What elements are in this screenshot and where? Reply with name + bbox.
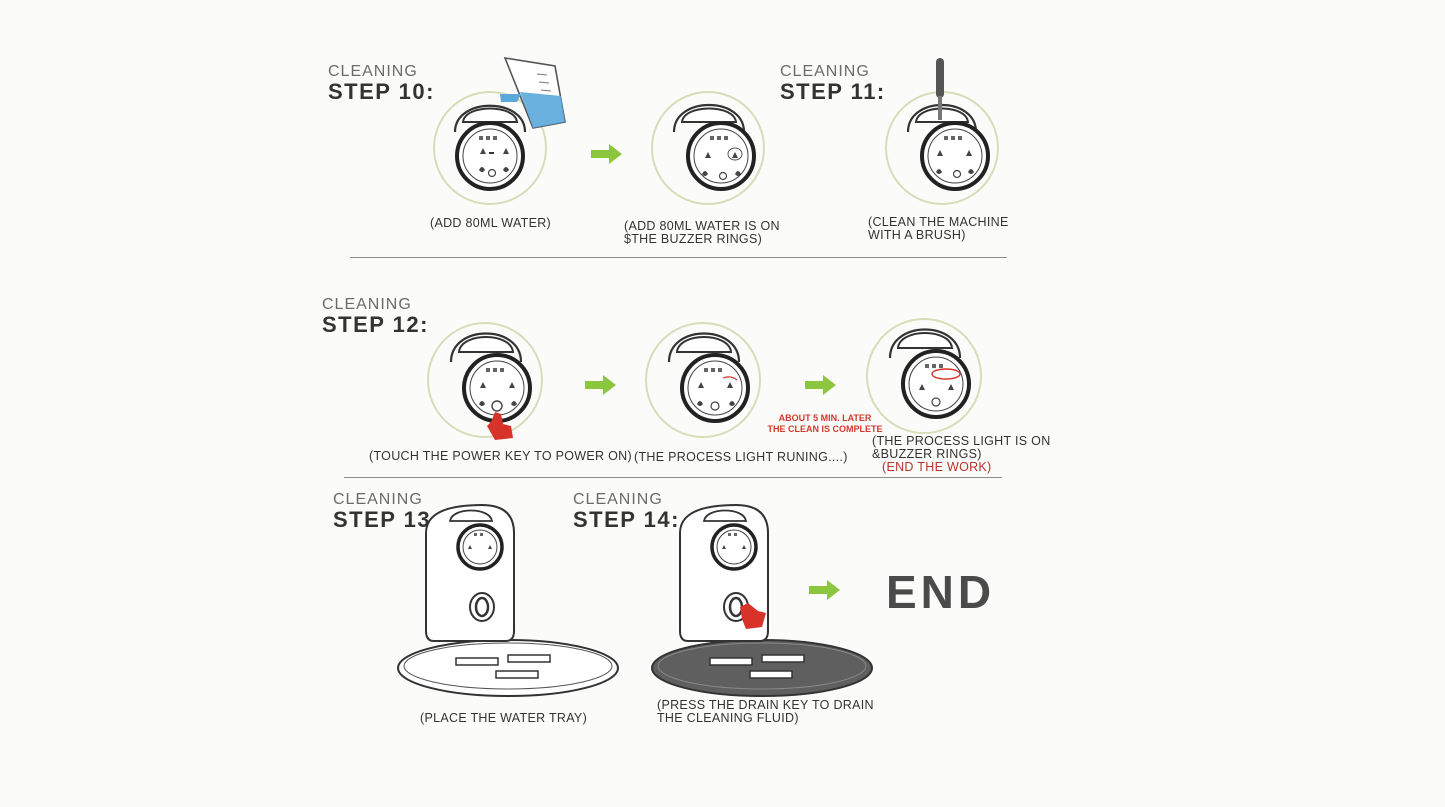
step-12-kicker: CLEANING — [322, 296, 412, 313]
caption-step-12c: (THE PROCESS LIGHT IS ON &BUZZER RINGS) … — [872, 434, 1051, 474]
caption-step-10b: (ADD 80ML WATER IS ON $THE BUZZER RINGS) — [624, 219, 780, 246]
row-divider-2 — [344, 477, 1002, 478]
next-arrow-icon — [591, 144, 622, 164]
step-14-kicker: CLEANING — [573, 491, 663, 508]
step-11-kicker: CLEANING — [780, 63, 870, 80]
step-10-device-illustration — [433, 56, 566, 205]
step-11-device-brush-illustration — [885, 58, 999, 205]
step-11-heading: CLEANING STEP 11: — [780, 64, 886, 103]
beaker-icon — [500, 56, 566, 129]
row-divider-1 — [350, 257, 1007, 258]
next-arrow-icon — [585, 375, 616, 395]
caption-step-14: (PRESS THE DRAIN KEY TO DRAIN THE CLEANI… — [657, 698, 874, 725]
step-10-title: STEP 10: — [328, 79, 435, 104]
step-11-title: STEP 11: — [780, 79, 886, 104]
caption-step-11: (CLEAN THE MACHINE WITH A BRUSH) — [868, 215, 1009, 242]
step-12-title: STEP 12: — [322, 312, 429, 337]
step-12-process-light-illustration — [645, 322, 761, 438]
step-12-power-on-illustration — [427, 322, 543, 440]
caption-step-12a: (TOUCH THE POWER KEY TO POWER ON) — [369, 449, 632, 463]
end-work-note: (END THE WORK) — [882, 460, 992, 474]
timing-note: ABOUT 5 MIN. LATER THE CLEAN IS COMPLETE — [764, 413, 886, 435]
brush-icon — [936, 58, 944, 120]
step-12-heading: CLEANING STEP 12: — [322, 297, 429, 336]
pointing-hand-icon — [487, 412, 513, 440]
step-14-drain-illustration — [651, 503, 873, 697]
step-14-heading: CLEANING STEP 14: — [573, 492, 680, 531]
step-10-kicker: CLEANING — [328, 63, 418, 80]
timing-note-line-2: THE CLEAN IS COMPLETE — [767, 424, 883, 434]
next-arrow-icon — [805, 375, 836, 395]
step-10-device-buzzer-illustration — [651, 91, 765, 205]
step-10-heading: CLEANING STEP 10: — [328, 64, 435, 103]
end-label: END — [886, 566, 996, 618]
step-13-title: STEP 13: — [333, 507, 440, 532]
caption-step-12b: (THE PROCESS LIGHT RUNING....) — [634, 450, 848, 464]
timing-note-line-1: ABOUT 5 MIN. LATER — [778, 413, 872, 423]
step-12-complete-illustration — [866, 318, 982, 434]
caption-step-10a: (ADD 80ML WATER) — [430, 216, 552, 230]
step-14-title: STEP 14: — [573, 507, 680, 532]
next-arrow-icon — [809, 580, 840, 600]
step-13-heading: CLEANING STEP 13: — [333, 492, 440, 531]
step-13-tray-illustration — [397, 503, 619, 697]
step-13-kicker: CLEANING — [333, 491, 423, 508]
caption-step-13: (PLACE THE WATER TRAY) — [420, 711, 588, 725]
pointing-hand-icon — [740, 603, 766, 629]
